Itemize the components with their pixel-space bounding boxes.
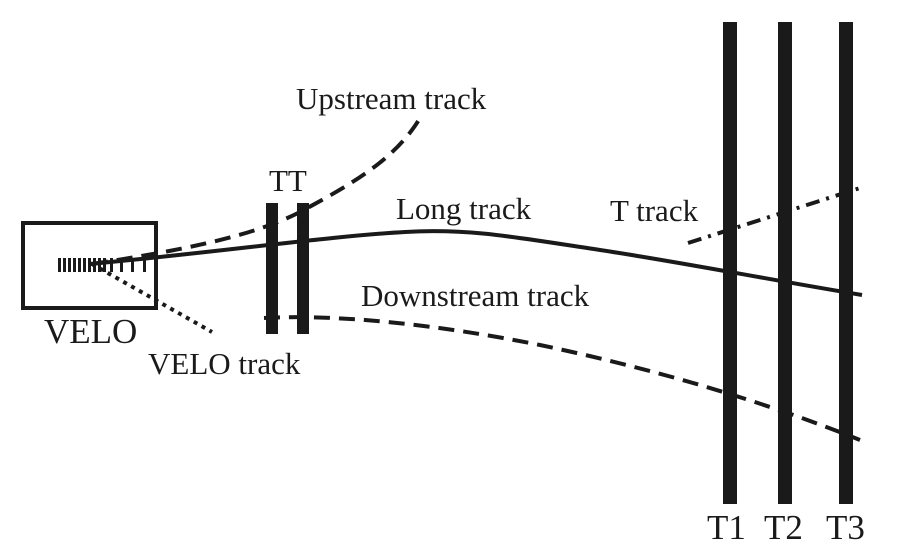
tt-label: TT [269, 163, 307, 198]
upstream-track-line [91, 116, 422, 266]
t1-label: T1 [707, 508, 746, 547]
tt-station-1 [266, 203, 278, 334]
long-track-label: Long track [396, 191, 532, 226]
velo-box [21, 221, 158, 310]
long-track-line [89, 229, 863, 297]
tt-station-2 [297, 203, 309, 334]
t2-label: T2 [764, 508, 803, 547]
t-track-label: T track [610, 193, 699, 228]
t-track-line [687, 186, 861, 245]
t1-station [723, 22, 737, 504]
t3-label: T3 [826, 508, 865, 547]
t3-station [839, 22, 853, 504]
velo-track-label: VELO track [148, 346, 301, 381]
upstream-track-label: Upstream track [296, 81, 487, 116]
velo-label: VELO [44, 312, 137, 351]
downstream-track-label: Downstream track [361, 278, 590, 313]
t2-station [778, 22, 792, 504]
downstream-track-line [263, 315, 861, 442]
